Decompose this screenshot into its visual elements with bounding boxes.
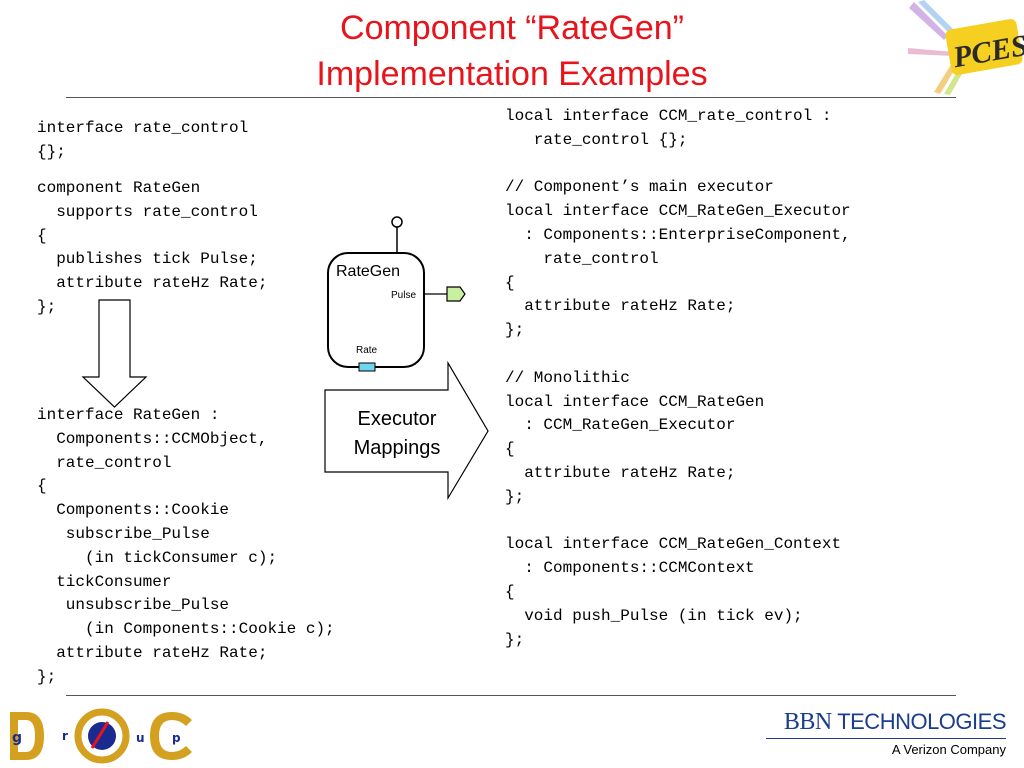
- code-component-rategen: component RateGen supports rate_control …: [37, 179, 268, 316]
- bbn-wordmark: BBN TECHNOLOGIES: [766, 708, 1007, 736]
- slide-title-line1: Component “RateGen”: [340, 9, 684, 47]
- doc-logo-o-ring: [74, 708, 130, 764]
- pces-logo: PCES: [908, 0, 1024, 95]
- doc-logo-letter-u: u: [136, 731, 145, 745]
- doc-logo-needle: [90, 721, 110, 749]
- pulse-port-icon: [446, 286, 466, 302]
- doc-logo-d: [10, 712, 44, 760]
- down-arrow: [81, 299, 148, 408]
- doc-logo-letter-g: g: [12, 730, 22, 746]
- slide-title-line2: Implementation Examples: [316, 55, 708, 93]
- code-interface-rate-control: interface rate_control {};: [37, 119, 249, 161]
- bbn-underline: [766, 738, 1006, 739]
- pces-badge: [945, 19, 1023, 75]
- bbn-technologies-logo: BBN TECHNOLOGIES A Verizon Company: [766, 708, 1006, 757]
- rate-port-label: Rate: [356, 345, 378, 356]
- pulse-port-label: Pulse: [391, 290, 416, 301]
- code-executor-mappings: local interface CCM_rate_control : rate_…: [505, 107, 851, 649]
- facet-icon: [391, 216, 403, 228]
- rategen-component-box: [327, 252, 425, 368]
- rate-port-icon: [358, 362, 376, 372]
- doc-logo-c: [150, 712, 192, 760]
- executor-mapping-arrow: [324, 360, 489, 501]
- title-divider: [66, 97, 956, 98]
- footer-divider: [66, 695, 956, 696]
- doc-logo-letter-r: r: [62, 729, 68, 743]
- arrow-label-line2: Mappings: [353, 437, 441, 459]
- executor-mappings-label: Executor Mappings: [330, 405, 464, 463]
- bbn-tech: TECHNOLOGIES: [837, 709, 1006, 734]
- bbn-tagline: A Verizon Company: [891, 742, 1006, 757]
- bbn-main: BBN: [783, 709, 832, 735]
- component-label: RateGen: [336, 263, 400, 280]
- arrow-label-line1: Executor: [357, 408, 437, 430]
- doc-logo-letter-p: p: [172, 731, 181, 745]
- code-interface-rategen: interface RateGen : Components::CCMObjec…: [37, 406, 335, 686]
- component-diagram: RateGen Pulse Rate: [81, 216, 489, 501]
- doc-group-logo: g r u p: [10, 708, 192, 764]
